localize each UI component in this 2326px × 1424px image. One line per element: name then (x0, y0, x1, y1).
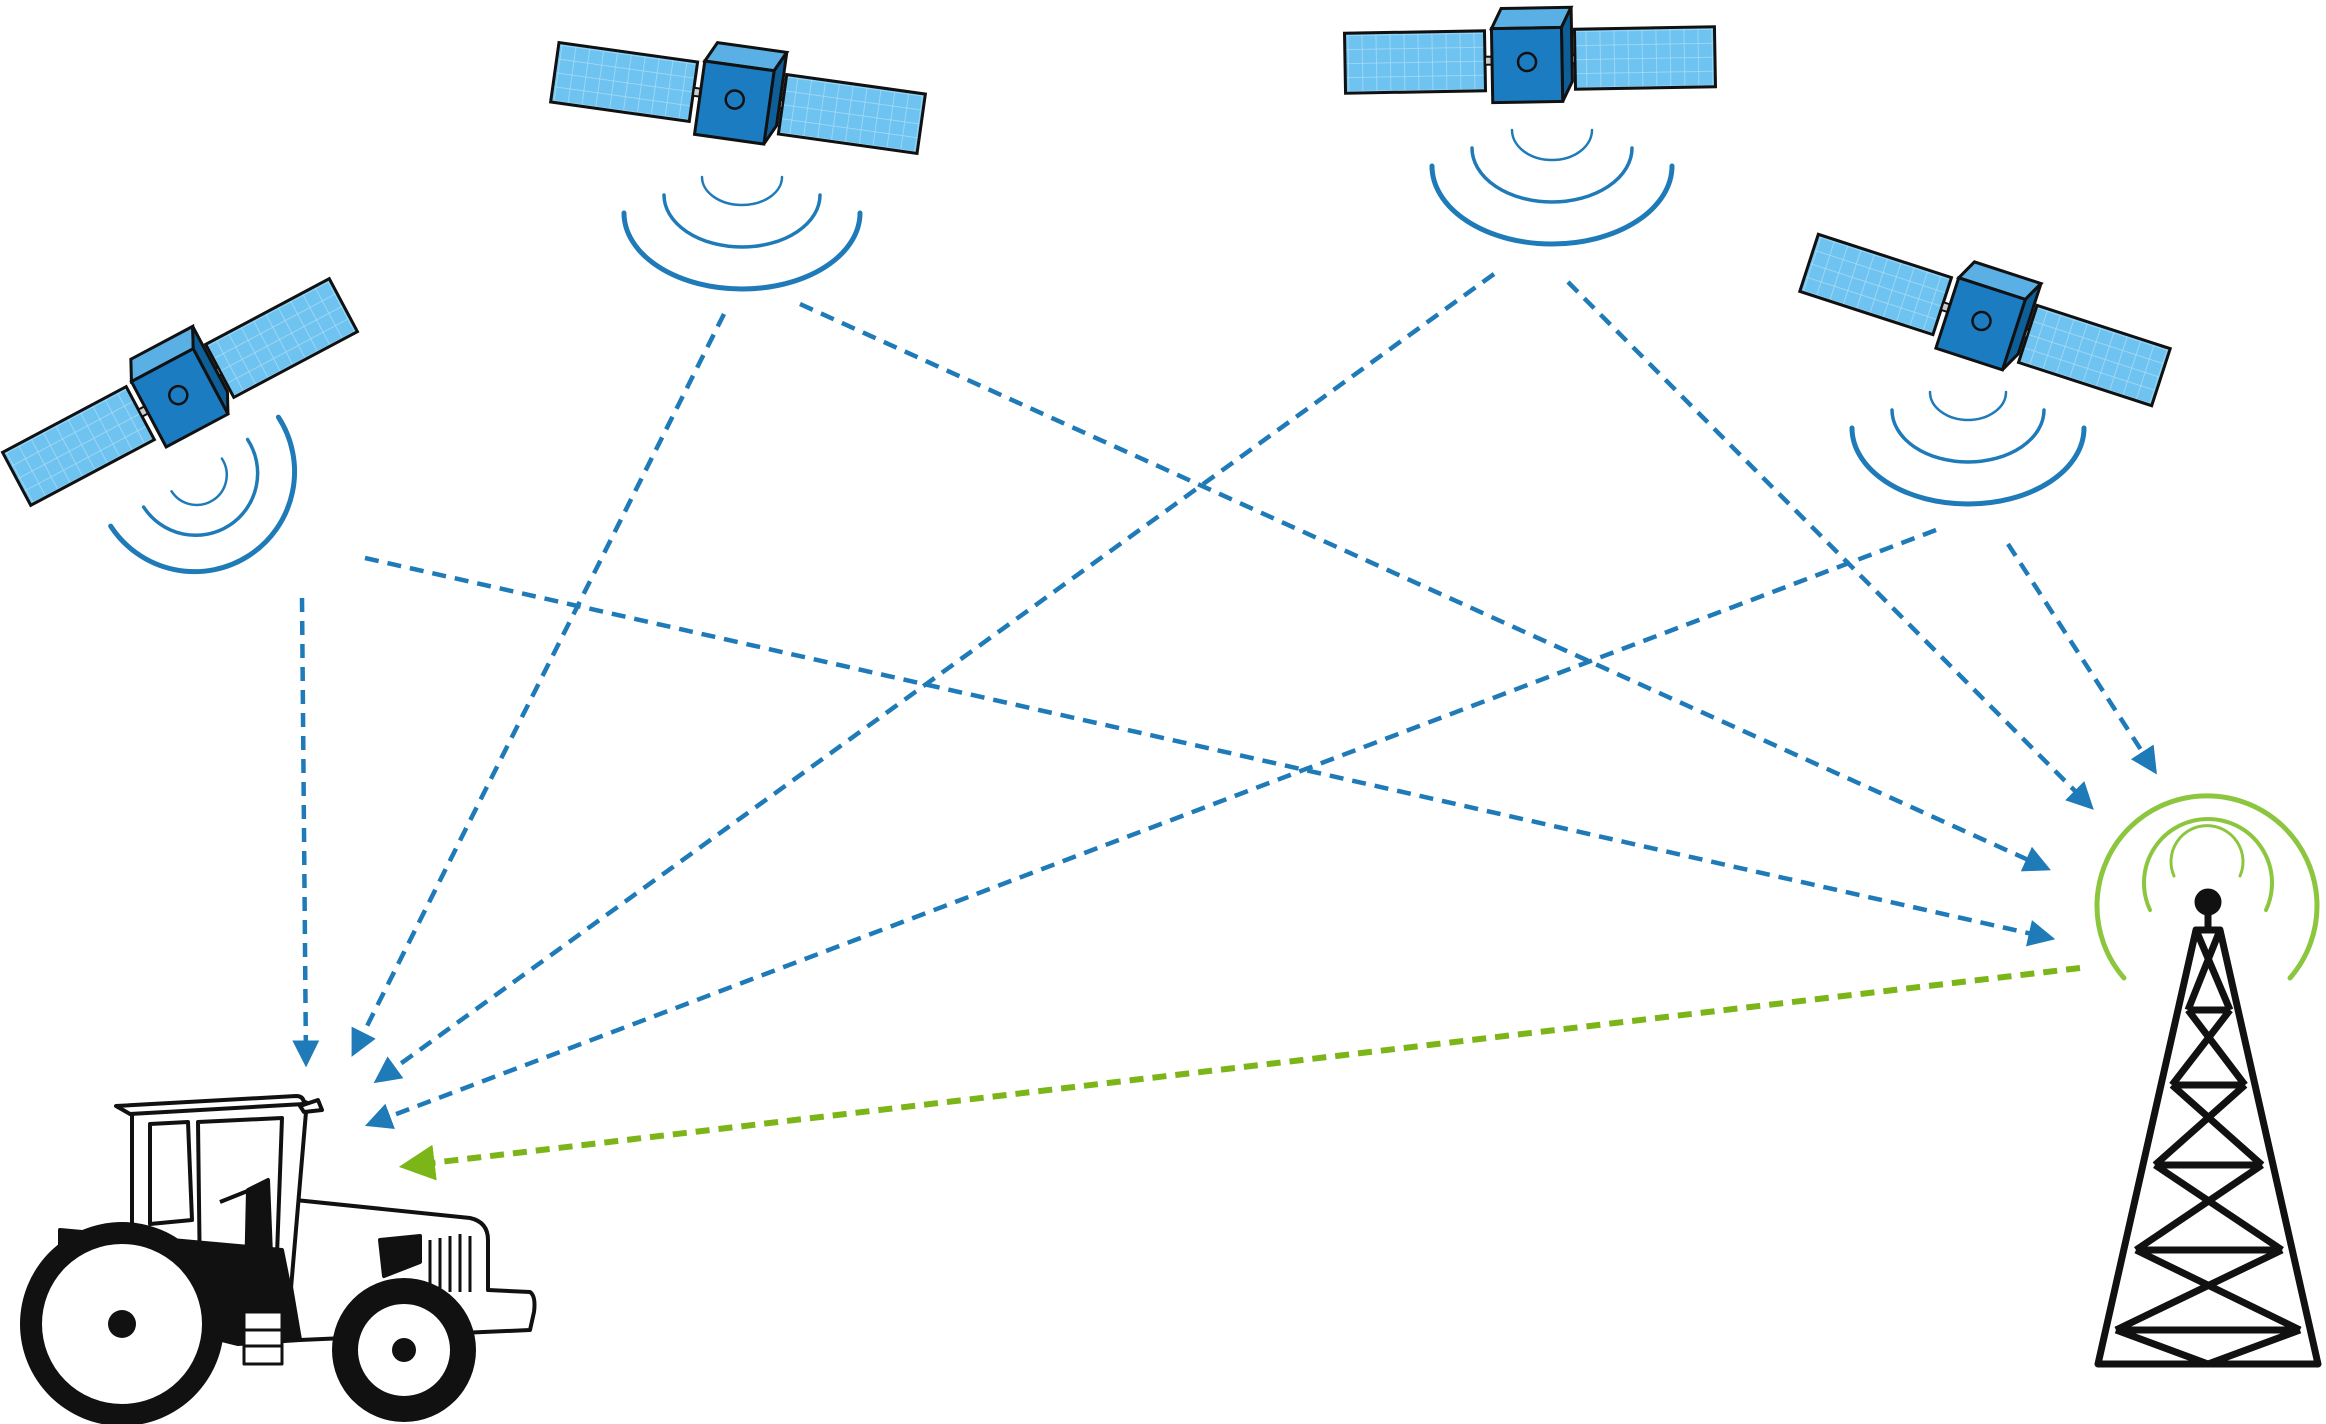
edge-sat3-tower (1566, 280, 2094, 810)
base-station (2094, 793, 2322, 1368)
satellite-3 (1342, 3, 1718, 247)
satellite-icon (547, 19, 930, 167)
edge-sat3-tractor (373, 272, 1496, 1084)
edge-sat2-tractor (351, 312, 727, 1057)
satellite-icon (0, 257, 365, 518)
tower-rings-icon (2094, 793, 2320, 981)
edge-sat1-tower (364, 555, 2056, 947)
edge-tower-tractor (398, 965, 2081, 1181)
signal-waves-icon (621, 175, 863, 292)
signal-waves-icon (108, 414, 298, 575)
edge-sat4-tower (2006, 542, 2157, 775)
edge-sat1-tractor (292, 597, 320, 1068)
satellite-icon (1342, 3, 1718, 107)
edge-sat2-tower (799, 301, 2051, 872)
satellite-icon (1794, 211, 2179, 419)
satellite-4 (1794, 211, 2179, 507)
edge-sat4-tractor (364, 527, 1937, 1129)
front-wheel-icon (332, 1278, 476, 1422)
satellite-2 (547, 19, 930, 292)
signal-waves-icon (1429, 128, 1675, 247)
signal-waves-icon (1849, 390, 2087, 507)
rear-wheel-icon (20, 1222, 224, 1424)
signal-lines (292, 272, 2157, 1181)
radio-tower-icon (2094, 888, 2322, 1368)
tractor (20, 1094, 537, 1424)
satellite-1 (0, 257, 365, 575)
